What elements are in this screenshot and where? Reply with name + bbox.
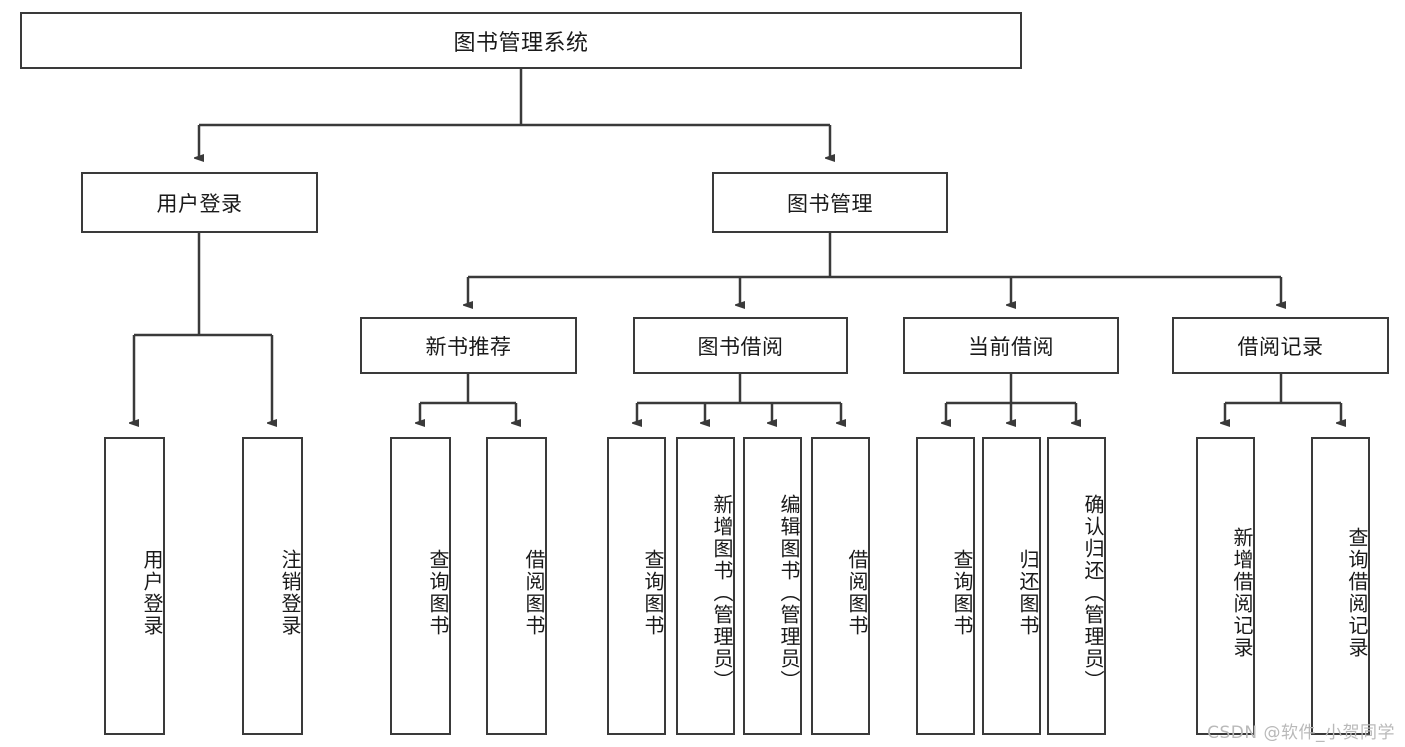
leaf-borrow-edit-book-admin[interactable]: 编辑图书（管理员） xyxy=(743,437,802,735)
node-label: 借阅图书 xyxy=(522,549,546,637)
node-user-login[interactable]: 用户登录 xyxy=(81,172,318,233)
node-new-book-recommend[interactable]: 新书推荐 xyxy=(360,317,577,374)
node-label: 注销登录 xyxy=(278,549,302,637)
node-label: 查询图书 xyxy=(426,549,450,637)
node-label: 查询图书 xyxy=(641,549,665,637)
node-book-management[interactable]: 图书管理 xyxy=(712,172,948,233)
node-label: 借阅图书 xyxy=(845,549,869,637)
node-label: 新增图书（管理员） xyxy=(710,494,734,692)
node-label: 归还图书 xyxy=(1016,549,1040,637)
node-label: 图书管理系统 xyxy=(453,30,589,56)
node-label: 用户登录 xyxy=(156,191,243,216)
node-label: 查询借阅记录 xyxy=(1345,527,1369,659)
node-book-borrow[interactable]: 图书借阅 xyxy=(633,317,848,374)
node-label: 查询图书 xyxy=(950,549,974,637)
node-label: 确认归还（管理员） xyxy=(1081,494,1105,692)
leaf-record-query-record[interactable]: 查询借阅记录 xyxy=(1311,437,1370,735)
leaf-borrow-borrow-book[interactable]: 借阅图书 xyxy=(811,437,870,735)
leaf-user-logout[interactable]: 注销登录 xyxy=(242,437,303,735)
leaf-recommend-borrow-book[interactable]: 借阅图书 xyxy=(486,437,547,735)
leaf-borrow-add-book-admin[interactable]: 新增图书（管理员） xyxy=(676,437,735,735)
leaf-current-confirm-return-admin[interactable]: 确认归还（管理员） xyxy=(1047,437,1106,735)
node-label: 图书管理 xyxy=(787,191,873,216)
node-label: 用户登录 xyxy=(140,549,164,637)
leaf-current-return-book[interactable]: 归还图书 xyxy=(982,437,1041,735)
node-label: 当前借阅 xyxy=(968,334,1054,359)
node-label: 新增借阅记录 xyxy=(1230,527,1254,659)
node-borrow-record[interactable]: 借阅记录 xyxy=(1172,317,1389,374)
leaf-record-add-record[interactable]: 新增借阅记录 xyxy=(1196,437,1255,735)
node-label: 图书借阅 xyxy=(697,334,784,359)
node-current-borrow[interactable]: 当前借阅 xyxy=(903,317,1119,374)
leaf-borrow-query-book[interactable]: 查询图书 xyxy=(607,437,666,735)
leaf-current-query-book[interactable]: 查询图书 xyxy=(916,437,975,735)
leaf-user-login[interactable]: 用户登录 xyxy=(104,437,165,735)
node-label: 编辑图书（管理员） xyxy=(777,494,801,692)
node-label: 借阅记录 xyxy=(1237,334,1324,359)
node-root-system[interactable]: 图书管理系统 xyxy=(20,12,1022,69)
node-label: 新书推荐 xyxy=(425,334,512,359)
leaf-recommend-query-book[interactable]: 查询图书 xyxy=(390,437,451,735)
